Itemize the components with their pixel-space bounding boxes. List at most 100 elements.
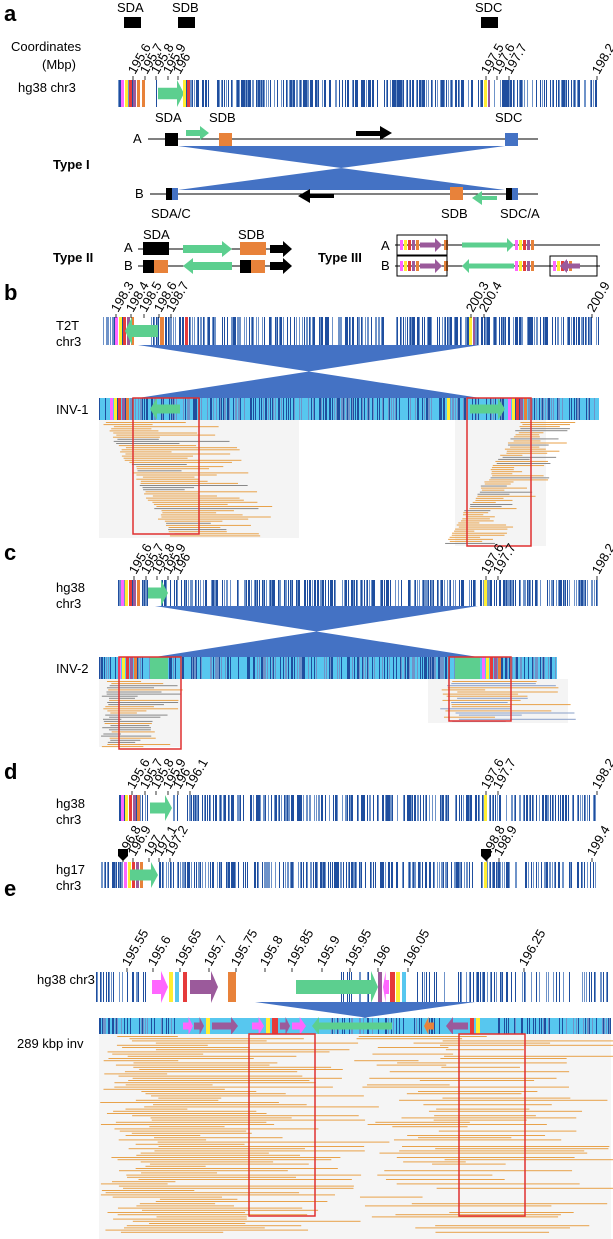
track-stripe [559,80,560,107]
track-stripe [445,317,446,345]
track-stripe [490,972,491,1002]
read [154,1137,283,1139]
track-stripe [381,862,382,888]
track-stripe [574,398,575,420]
track-stripe [494,862,495,888]
track-stripe [151,1018,152,1034]
track-stripe [490,862,491,888]
read [169,535,261,537]
track-stripe [412,80,413,107]
read [519,426,560,428]
track-stripe [189,795,190,821]
track-stripe [210,795,211,821]
track-stripe [566,1018,567,1034]
read [413,1042,551,1044]
track-stripe [347,398,348,420]
track-stripe [341,317,342,345]
track-stripe [255,862,256,888]
track-stripe [437,317,438,345]
track-stripe [256,317,257,345]
track-stripe [219,862,220,888]
track-stripe [197,795,198,821]
track-stripe [291,657,292,679]
track-stripe [361,795,362,821]
track-stripe [170,580,171,606]
track-stripe [488,317,489,345]
track-stripe [120,862,121,888]
read [152,501,258,503]
read [115,1064,270,1066]
read [444,1159,613,1161]
track-stripe [322,580,323,606]
track-stripe [400,317,401,345]
track-stripe [194,317,195,345]
read [490,469,514,471]
read [140,1161,274,1163]
track-stripe [432,657,433,679]
track-stripe [321,795,322,821]
track-stripe [459,795,460,821]
track-stripe [489,580,490,606]
track-stripe [122,317,123,345]
track-stripe [351,795,352,821]
read [448,538,493,540]
track-stripe [204,795,205,821]
track-stripe [285,580,286,606]
track-stripe [533,795,534,821]
track-stripe [516,862,517,888]
track-stripe [334,580,335,606]
track-stripe [304,317,305,345]
track-stripe [476,795,477,821]
track-stripe [457,398,458,420]
track-stripe [579,580,580,606]
read [131,1132,252,1134]
track-stripe [371,580,372,606]
track-stripe [346,317,347,345]
track-stripe [237,580,238,606]
track-stripe [357,580,358,606]
track-stripe [495,795,496,821]
read [142,487,195,489]
read [439,1044,613,1046]
track-stripe [216,795,217,821]
track-stripe [555,862,556,888]
track-stripe [390,580,391,606]
track-stripe [371,862,372,888]
track-stripe [353,580,354,606]
track-stripe [114,862,115,888]
track-stripe [346,398,347,420]
track-stripe [310,80,311,107]
track-stripe [173,795,174,821]
track-stripe [192,317,193,345]
track-stripe [328,862,329,888]
track-stripe [307,317,308,345]
track-stripe [237,80,238,107]
track-stripe [188,398,189,420]
track-stripe [125,398,126,420]
track-stripe [215,657,216,679]
track-stripe [399,1018,400,1034]
read [137,470,182,472]
track-stripe [531,862,532,888]
read [442,1097,571,1099]
track-stripe [208,862,209,888]
sd-segment [402,972,406,1002]
read [446,695,528,697]
track-stripe [558,80,559,107]
track-stripe [553,972,554,1002]
track-stripe [593,862,594,888]
sd-segment [524,398,527,420]
track-stripe [360,580,361,606]
track-stripe [441,657,442,679]
track-stripe [124,795,125,821]
track-stripe [122,972,123,1002]
track-stripe [188,580,189,606]
read [118,445,197,447]
track-stripe [230,657,231,679]
track-stripe [414,317,415,345]
track-stripe [490,580,491,606]
hap-a-sdc-label: SDC [495,110,523,125]
track-stripe [417,317,418,345]
track-stripe [339,80,340,107]
